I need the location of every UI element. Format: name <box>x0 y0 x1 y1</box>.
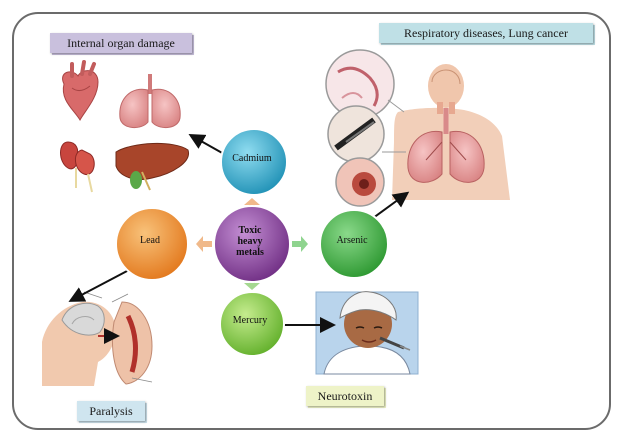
hub-label-line3: metals <box>220 247 280 258</box>
organs-illustration <box>61 62 189 192</box>
arsenic-label: Arsenic <box>322 235 382 246</box>
effect-label-paralysis: Paralysis <box>77 401 145 421</box>
lungs-icon <box>120 74 180 128</box>
kidneys-icon <box>61 142 95 192</box>
lead-label: Lead <box>120 235 180 246</box>
effect-label-respiratory: Respiratory diseases, Lung cancer <box>379 23 593 43</box>
cadmium-label: Cadmium <box>222 153 282 164</box>
hub-arrow-left <box>196 236 212 252</box>
mercury-label: Mercury <box>220 315 280 326</box>
diagram-canvas <box>14 14 609 428</box>
paralysis-illustration <box>38 286 168 386</box>
hub-label-line2: heavy <box>220 236 280 247</box>
hub-label-line1: Toxic <box>220 225 280 236</box>
hub-label: Toxic heavy metals <box>220 225 280 258</box>
respiratory-illustration <box>320 50 516 206</box>
neurotoxin-illustration <box>316 292 418 374</box>
liver-icon <box>116 143 189 190</box>
arrow-cadmium-to-organs <box>192 136 224 154</box>
diagram-frame: Internal organ damage Respiratory diseas… <box>12 12 611 430</box>
effect-label-organ-damage: Internal organ damage <box>50 33 192 53</box>
heart-icon <box>63 62 98 120</box>
effect-label-neurotoxin: Neurotoxin <box>306 386 384 406</box>
hub-arrow-right <box>292 236 308 252</box>
